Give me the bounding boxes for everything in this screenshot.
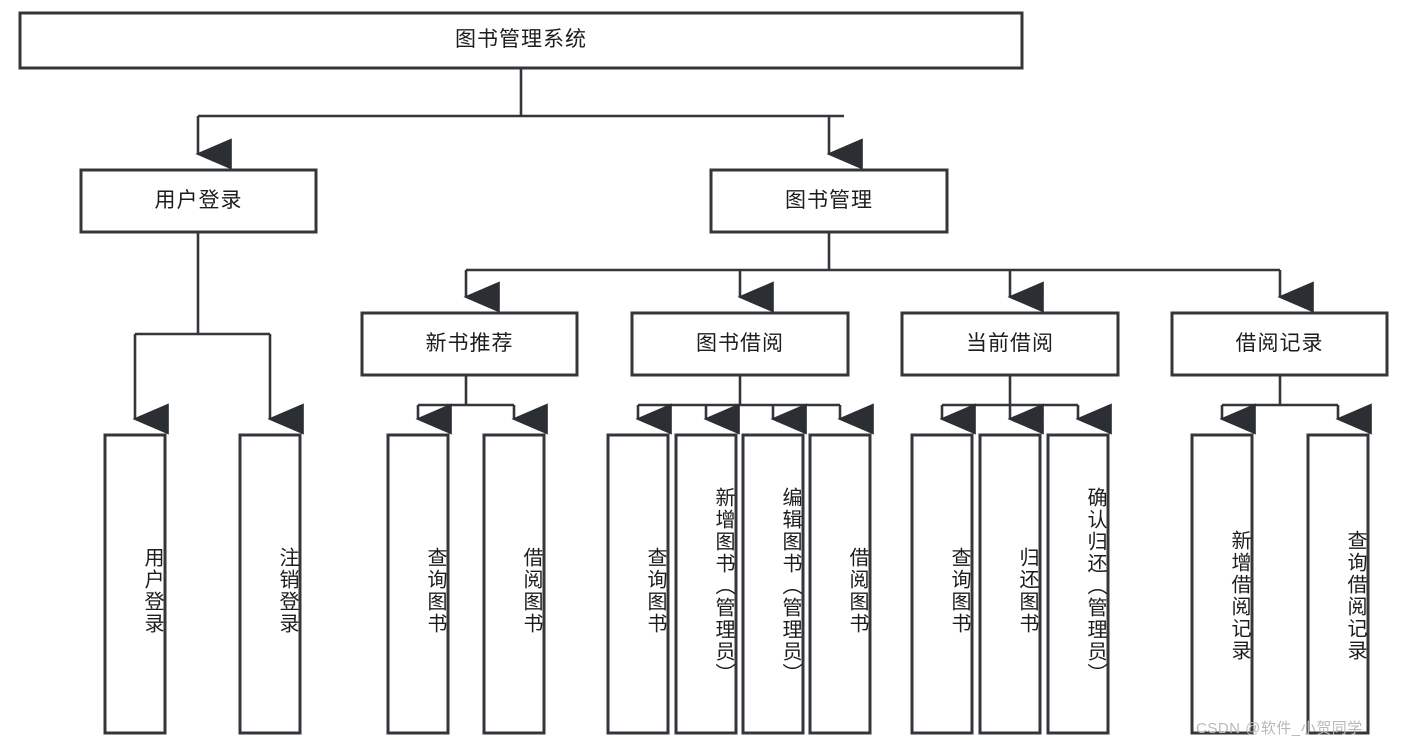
connector-currentborrow-to-leaves — [939, 375, 1112, 435]
connector-root-to-level2 — [195, 68, 863, 170]
node-box-new-book-recommend[interactable] — [360, 311, 579, 377]
node-box-root[interactable] — [18, 11, 1024, 70]
connector-userlogin-to-leaves — [132, 232, 304, 435]
leaf-box-book-borrow-3[interactable] — [808, 433, 872, 735]
leaf-box-user-login-1[interactable] — [238, 433, 302, 735]
leaf-box-borrow-record-1[interactable] — [1306, 433, 1370, 735]
leaf-box-current-borrow-0[interactable] — [910, 433, 974, 735]
leaf-box-borrow-record-0[interactable] — [1190, 433, 1254, 735]
node-box-borrow-record[interactable] — [1170, 311, 1389, 377]
leaf-box-new-book-0[interactable] — [386, 433, 450, 735]
node-box-user-login[interactable] — [79, 168, 318, 234]
leaf-box-new-book-1[interactable] — [482, 433, 546, 735]
leaf-box-user-login-0[interactable] — [103, 433, 167, 735]
leaf-box-book-borrow-0[interactable] — [606, 433, 670, 735]
connector-bookmgmt-to-level3 — [463, 232, 1314, 313]
node-box-book-borrow[interactable] — [630, 311, 850, 377]
leaf-box-current-borrow-2[interactable] — [1046, 433, 1110, 735]
node-box-current-borrow[interactable] — [900, 311, 1120, 377]
connector-borrowrecord-to-leaves — [1219, 375, 1372, 435]
leaf-box-book-borrow-2[interactable] — [741, 433, 805, 735]
connector-newbook-to-leaves — [415, 375, 548, 435]
leaf-box-book-borrow-1[interactable] — [674, 433, 738, 735]
csdn-watermark: CSDN @软件_小贺同学 — [1196, 720, 1363, 737]
node-box-book-management[interactable] — [709, 168, 949, 234]
connector-bookborrow-to-leaves — [635, 375, 874, 435]
leaf-box-current-borrow-1[interactable] — [978, 433, 1042, 735]
